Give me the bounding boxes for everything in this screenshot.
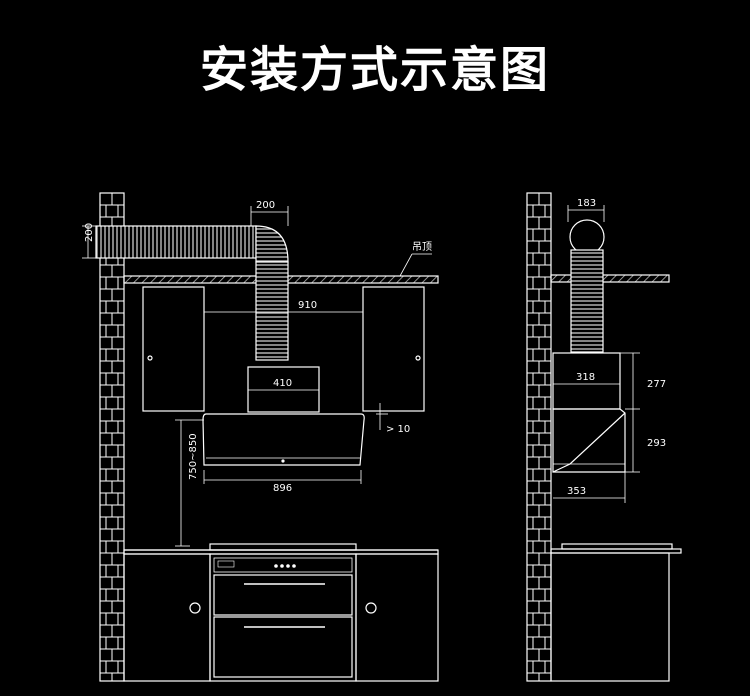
- cabinet-gap-label: 910: [298, 300, 317, 311]
- page-title: 安装方式示意图: [199, 42, 550, 98]
- horizontal-duct: [95, 225, 257, 259]
- side-cooktop: [561, 543, 673, 550]
- lower-height-label: 293: [647, 438, 666, 449]
- left-wall-cabinet: [142, 286, 205, 412]
- duct-height-label: 200: [84, 223, 95, 242]
- duct-elbow: [255, 225, 289, 263]
- duct-width-label: 200: [256, 200, 275, 211]
- upper-height-label: 277: [647, 379, 666, 390]
- left-brick-wall: [99, 192, 125, 682]
- cooktop: [209, 543, 357, 551]
- hood-chimney: [247, 366, 320, 413]
- hood-top-width-label: 410: [273, 378, 292, 389]
- front-view: 吊顶 200 200 910 410: [82, 192, 439, 682]
- range-hood-body: [202, 413, 365, 466]
- side-vertical-duct: [570, 249, 604, 353]
- right-wall-cabinet: [362, 286, 425, 412]
- hood-side-panel: [552, 408, 626, 473]
- side-view: 183 318 277 293 353: [526, 192, 682, 682]
- lower-drawer: [213, 616, 353, 678]
- mount-height-label: 750~850: [188, 433, 199, 480]
- hood-width-label: 896: [273, 483, 292, 494]
- upper-drawer: [213, 574, 353, 616]
- right-base-cabinet: [355, 553, 439, 682]
- right-brick-wall: [526, 192, 552, 682]
- side-ceiling: [550, 274, 670, 283]
- ceiling-label: 吊顶: [412, 241, 432, 253]
- hood-top-depth-label: 318: [576, 372, 595, 383]
- clearance-label: > 10: [386, 424, 410, 435]
- hood-depth-label: 353: [567, 486, 586, 497]
- duct-diameter-label: 183: [577, 198, 596, 209]
- vertical-duct: [255, 261, 289, 361]
- left-base-cabinet: [123, 553, 211, 682]
- round-duct-opening: [569, 219, 605, 255]
- side-base-cabinet: [550, 552, 670, 682]
